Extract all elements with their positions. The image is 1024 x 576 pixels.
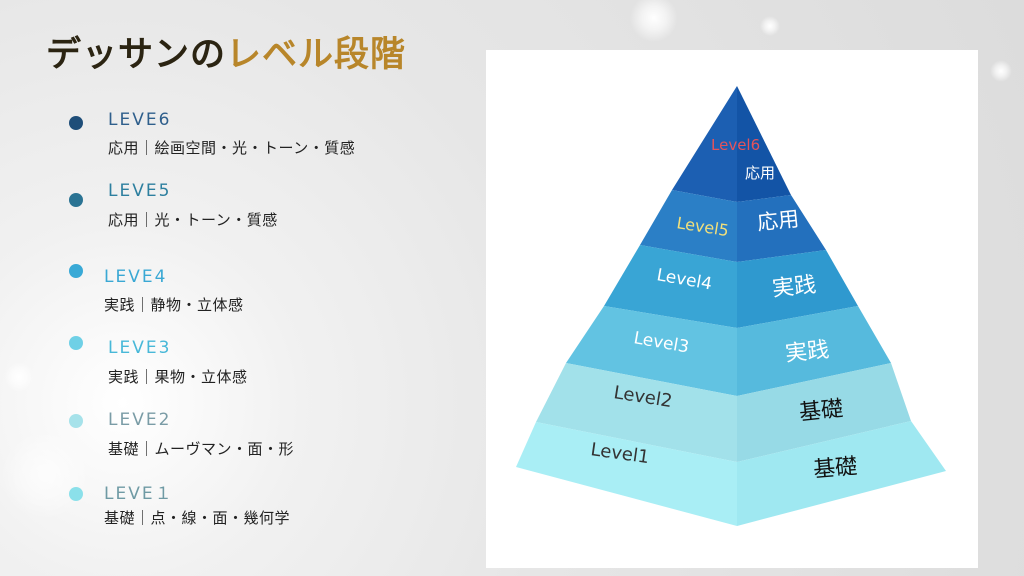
tier-4-right-face — [737, 250, 858, 328]
tier-1-left-face — [516, 422, 737, 526]
title-main: デッサンの — [46, 35, 227, 75]
tier-1-section-label: 基礎 — [812, 454, 858, 483]
tier-3-section-label: 実践 — [784, 338, 830, 367]
level-name: LEVE3 — [108, 338, 172, 358]
bullet-dot — [69, 116, 83, 130]
level-description: 応用｜光・トーン・質感 — [108, 211, 278, 229]
tier-6-section-label: 応用 — [745, 164, 775, 182]
level-description: 実践｜果物・立体感 — [108, 368, 248, 386]
tier-2-left-face — [536, 363, 737, 462]
bullet-dot — [69, 264, 83, 278]
tier-4-left-face — [604, 245, 737, 328]
sparkle — [990, 60, 1012, 82]
level-name: LEVE6 — [108, 110, 172, 130]
tier-4-section-label: 実践 — [771, 273, 817, 302]
level-name: LEVE１ — [104, 484, 174, 504]
sparkle — [0, 430, 90, 520]
tier-6-level-label: Level6 — [711, 136, 760, 154]
level-name: LEVE4 — [104, 267, 168, 287]
tier-2-right-face — [737, 363, 911, 462]
level-description: 応用｜絵画空間・光・トーン・質感 — [108, 139, 356, 157]
page-title: デッサンのレベル段階 — [46, 26, 406, 77]
bullet-dot — [69, 336, 83, 350]
tier-6-right-face — [737, 86, 791, 202]
tier-5-right-face — [737, 195, 826, 262]
pyramid-diagram: Level6 応用 Level5 応用 Level4 実践 Level3 実践 … — [516, 86, 946, 526]
sparkle — [760, 16, 780, 36]
level-description: 実践｜静物・立体感 — [104, 296, 244, 314]
level-name: LEVE5 — [108, 181, 172, 201]
level-name: LEVE2 — [108, 410, 172, 430]
sparkle — [630, 0, 678, 42]
tier-3-left-face — [566, 306, 737, 396]
tier-5-left-face — [640, 190, 737, 262]
pyramid-panel: Level6 応用 Level5 応用 Level4 実践 Level3 実践 … — [486, 50, 978, 568]
tier-5-section-label: 応用 — [756, 207, 800, 235]
bullet-dot — [69, 487, 83, 501]
tier-2-section-label: 基礎 — [798, 397, 844, 426]
sparkle — [4, 362, 34, 392]
level-description: 基礎｜ムーヴマン・面・形 — [108, 440, 295, 458]
bullet-dot — [69, 193, 83, 207]
tier-1-right-face — [737, 421, 946, 526]
level-description: 基礎｜点・線・面・幾何学 — [104, 509, 291, 527]
tier-3-right-face — [737, 306, 891, 396]
tier-6-left-face — [672, 86, 737, 202]
title-accent: レベル段階 — [226, 35, 407, 75]
bullet-dot — [69, 414, 83, 428]
